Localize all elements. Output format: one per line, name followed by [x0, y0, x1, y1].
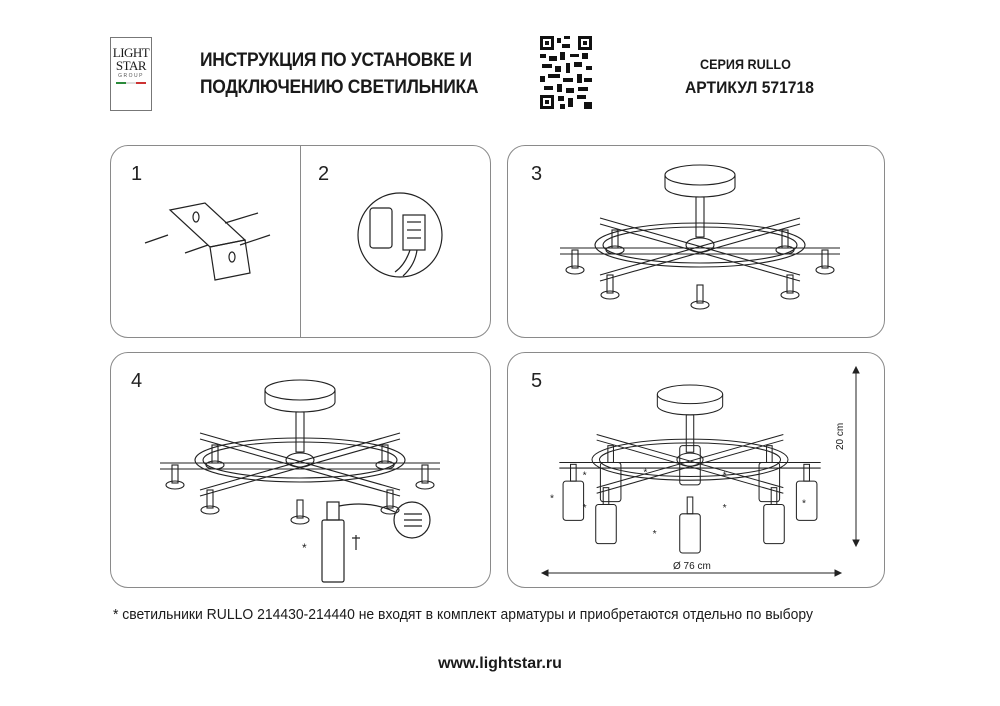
lamp-marker: *	[550, 494, 554, 505]
step-number-4: 4	[131, 370, 143, 392]
lamp-marker: *	[723, 470, 727, 481]
chandelier-lamp-install-icon	[160, 379, 440, 525]
step-number-5: 5	[531, 370, 543, 392]
lamp-marker: *	[583, 470, 587, 481]
mounting-bracket-screws-icon	[144, 202, 271, 281]
step-panel-3	[507, 145, 885, 338]
svg-text:*: *	[302, 541, 307, 555]
title-line2: ПОДКЛЮЧЕНИЮ СВЕТИЛЬНИКА	[200, 77, 479, 98]
series-label: СЕРИЯ RULLO	[700, 56, 791, 72]
lamp-marker: *	[802, 498, 806, 509]
lamp-marker: *	[723, 503, 727, 514]
step-number-1: 1	[131, 163, 143, 185]
panel-divider	[300, 145, 302, 338]
logo-line2: STAR	[115, 58, 147, 73]
document-title: ИНСТРУКЦИЯ ПО УСТАНОВКЕ И ПОДКЛЮЧЕНИЮ СВ…	[200, 47, 479, 101]
step-number-3: 3	[531, 163, 543, 185]
logo-line3: GROUP	[118, 73, 144, 79]
lightstar-logo: LIGHT STAR GROUP	[110, 37, 152, 111]
diameter-dimension-label: Ø 76 cm	[673, 561, 711, 572]
dimension-arrows-icon	[540, 365, 860, 577]
lamp-marker: *	[653, 529, 657, 540]
chandelier-frame-mounting-icon	[560, 164, 840, 310]
article-number: АРТИКУЛ 571718	[685, 78, 814, 97]
step-number-2: 2	[318, 163, 330, 185]
footnote: * светильники RULLO 214430-214440 не вхо…	[113, 606, 814, 623]
step-panel-4	[110, 352, 491, 588]
chandelier-assembled-icon: * * * * * * * *	[550, 384, 821, 554]
terminal-block-wiring-icon	[357, 192, 443, 278]
italian-flag-stripe	[116, 82, 146, 84]
step-panel-5	[507, 352, 885, 588]
height-dimension-label: 20 cm	[835, 422, 846, 450]
qr-code-icon[interactable]	[540, 36, 592, 109]
title-line1: ИНСТРУКЦИЯ ПО УСТАНОВКЕ И	[200, 50, 472, 71]
website-link[interactable]: www.lightstar.ru	[438, 655, 562, 672]
lamp-connection-detail-icon: *	[302, 501, 431, 583]
lamp-marker: *	[583, 503, 587, 514]
logo-line1: LIGHT	[112, 45, 150, 60]
lamp-marker: *	[643, 468, 647, 479]
